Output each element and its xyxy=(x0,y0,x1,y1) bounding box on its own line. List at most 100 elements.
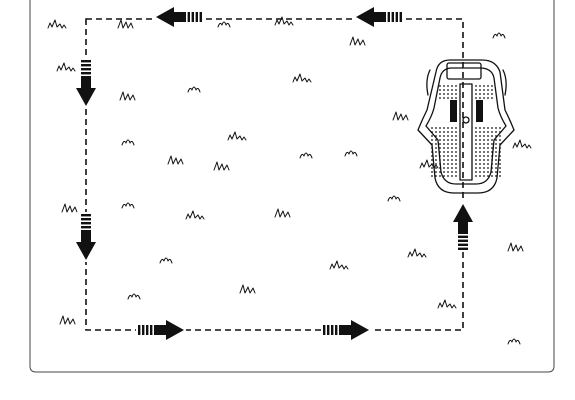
vent-dot xyxy=(443,89,445,91)
vent-dot xyxy=(499,159,501,161)
vent-dot xyxy=(499,155,501,157)
vent-dot xyxy=(447,175,449,177)
vent-dot xyxy=(431,175,433,177)
vent-dot xyxy=(491,89,493,91)
vent-dot xyxy=(431,127,433,129)
vent-dot xyxy=(499,143,501,145)
vent-dot xyxy=(495,151,497,153)
vent-dot xyxy=(431,135,433,137)
vent-dot xyxy=(475,143,477,145)
vent-dot xyxy=(435,143,437,145)
vent-dot xyxy=(479,171,481,173)
vent-dot xyxy=(475,163,477,165)
vent-dot xyxy=(491,155,493,157)
vent-dot xyxy=(487,139,489,141)
vent-dot xyxy=(447,139,449,141)
vent-dot xyxy=(439,89,441,91)
vent-dot xyxy=(483,147,485,149)
direction-arrows xyxy=(76,7,473,340)
vent-dot xyxy=(431,131,433,133)
grass-tuft-icon xyxy=(167,155,184,165)
grass-tuft-icon xyxy=(56,62,76,72)
vent-dot xyxy=(495,167,497,169)
vent-dot xyxy=(495,143,497,145)
grass-tuft-icon xyxy=(329,260,349,270)
vent-dot xyxy=(455,147,457,149)
mower-wheel-right xyxy=(502,69,507,96)
direction-arrow-top-left xyxy=(154,7,204,27)
vent-dot xyxy=(455,175,457,177)
vent-dot xyxy=(487,89,489,91)
vent-dot xyxy=(435,147,437,149)
vent-dot xyxy=(435,151,437,153)
vent-dot xyxy=(475,85,477,87)
vent-dot xyxy=(451,139,453,141)
vent-dot xyxy=(475,167,477,169)
vent-dot xyxy=(439,139,441,141)
vent-dot xyxy=(431,163,433,165)
vent-dot xyxy=(435,163,437,165)
vent-dot xyxy=(495,139,497,141)
vent-dot xyxy=(439,155,441,157)
vent-dot xyxy=(483,171,485,173)
vent-dot xyxy=(483,131,485,133)
vent-dot xyxy=(491,147,493,149)
vent-dot xyxy=(455,167,457,169)
vent-dot xyxy=(487,97,489,99)
direction-arrow-left-lower xyxy=(76,212,96,262)
grass-tuft-icon xyxy=(127,293,141,300)
vent-dot xyxy=(487,155,489,157)
grass-tuft-icon xyxy=(217,21,231,28)
mower-wheel-left xyxy=(426,69,431,96)
vent-dot xyxy=(479,93,481,95)
grass-tuft-icon xyxy=(121,202,135,209)
vent-dot xyxy=(483,163,485,165)
vent-dot xyxy=(483,167,485,169)
vent-dot xyxy=(455,163,457,165)
vent-dot xyxy=(447,93,449,95)
vent-dot xyxy=(455,135,457,137)
vent-dot xyxy=(451,135,453,137)
vent-dot xyxy=(455,131,457,133)
vent-dot xyxy=(443,151,445,153)
vent-dot xyxy=(431,167,433,169)
vent-dot xyxy=(483,175,485,177)
vent-dot xyxy=(443,143,445,145)
vent-dot xyxy=(439,147,441,149)
vent-dot xyxy=(439,131,441,133)
vent-dot xyxy=(431,147,433,149)
vent-dot xyxy=(431,139,433,141)
vent-dot xyxy=(475,97,477,99)
vent-dot xyxy=(499,175,501,177)
vent-dot xyxy=(447,155,449,157)
vent-dot xyxy=(491,175,493,177)
grass-tuft-icon xyxy=(213,161,230,171)
grass-tuft-icon xyxy=(507,338,521,345)
vent-dot xyxy=(499,167,501,169)
vent-dot xyxy=(447,151,449,153)
vent-dot xyxy=(475,131,477,133)
vent-dot xyxy=(451,171,453,173)
vent-dot xyxy=(447,89,449,91)
vent-dot xyxy=(455,143,457,145)
mower-center-knob xyxy=(462,116,470,124)
vent-dot xyxy=(499,131,501,133)
vent-dot xyxy=(435,171,437,173)
vent-dot xyxy=(479,127,481,129)
vent-dot xyxy=(487,159,489,161)
vent-dot xyxy=(479,143,481,145)
vent-dot xyxy=(447,85,449,87)
vent-dot xyxy=(455,89,457,91)
grass-tuft-icon xyxy=(274,208,291,218)
vent-dot xyxy=(499,163,501,165)
vent-dot xyxy=(451,155,453,157)
vent-dot xyxy=(439,151,441,153)
vent-dot xyxy=(483,97,485,99)
vent-dot xyxy=(491,167,493,169)
mower-vent-pattern xyxy=(431,85,501,177)
grass-tuft-icon xyxy=(299,152,313,159)
grass-tuft-icon xyxy=(392,111,409,121)
vent-dot xyxy=(491,159,493,161)
vent-dot xyxy=(479,97,481,99)
